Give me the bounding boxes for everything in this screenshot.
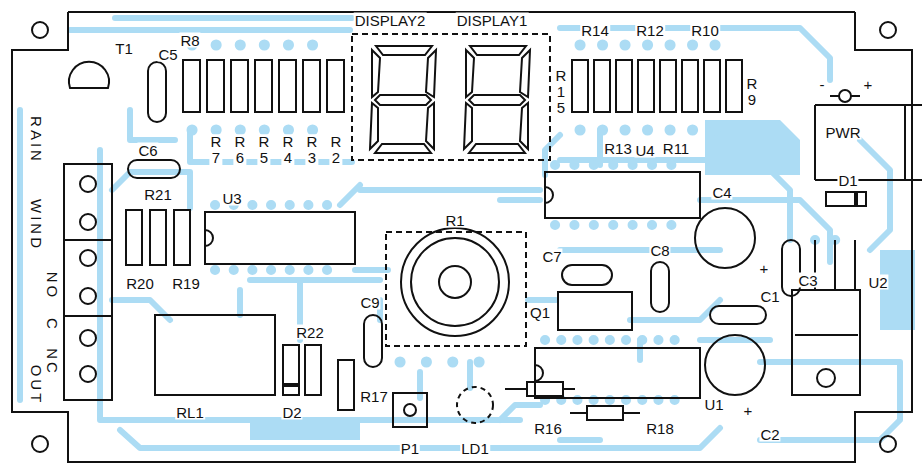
part-label: R11 [662, 141, 690, 156]
part-label: RL1 [175, 405, 205, 420]
part-label: - [819, 77, 826, 92]
part-label: + [759, 261, 770, 276]
part-label: D1 [837, 173, 858, 188]
part-label: C5 [157, 47, 178, 62]
part-label: C7 [541, 249, 562, 264]
part-label: R20 [125, 276, 155, 291]
part-label: C9 [359, 295, 380, 310]
part-label: R21 [143, 187, 173, 202]
part-label-stacked: R3 [305, 134, 318, 166]
part-label: U2 [867, 275, 888, 290]
part-label: R16 [533, 421, 563, 436]
part-label: U1 [703, 397, 724, 412]
part-label-stacked: R5 [257, 134, 270, 166]
part-label: + [743, 403, 754, 418]
terminal-label: C [45, 317, 60, 333]
part-label: P1 [400, 441, 420, 456]
part-label: LD1 [460, 441, 490, 456]
part-label: T1 [114, 41, 134, 56]
part-label: R19 [171, 276, 201, 291]
part-label: DISPLAY1 [456, 13, 529, 28]
terminal-label: RAIN [29, 115, 44, 165]
part-label: R18 [645, 421, 675, 436]
part-label: R8 [179, 33, 200, 48]
part-label: + [863, 77, 874, 92]
part-label: C6 [137, 143, 158, 158]
part-label: R17 [359, 389, 389, 404]
part-label: Q1 [529, 305, 551, 320]
part-label: C1 [759, 289, 780, 304]
part-label: DISPLAY2 [354, 13, 427, 28]
part-label: R1 [444, 213, 465, 228]
part-label: R10 [690, 23, 720, 38]
part-label: C3 [797, 273, 818, 288]
part-label-stacked: R6 [233, 134, 246, 166]
part-label-stacked: R15 [554, 68, 567, 115]
part-label: R13 [603, 141, 633, 156]
part-label: PWR [825, 125, 862, 140]
part-label: C4 [711, 185, 732, 200]
part-label: U4 [634, 143, 655, 158]
part-label: R22 [295, 325, 325, 340]
part-label-stacked: R7 [209, 134, 222, 166]
part-label: C8 [649, 243, 670, 258]
part-label-stacked: R4 [281, 134, 294, 166]
part-label: R12 [635, 23, 665, 38]
part-label: C2 [759, 427, 780, 442]
part-label-stacked: R9 [745, 76, 758, 108]
terminal-label: NO [45, 271, 60, 302]
part-label: R14 [580, 23, 610, 38]
part-label: D2 [281, 405, 302, 420]
terminal-label: OUT [29, 364, 44, 407]
terminal-label: WIND [29, 198, 44, 252]
part-label-stacked: R2 [329, 134, 342, 166]
terminal-label: NC [45, 347, 60, 377]
part-label: U3 [221, 191, 242, 206]
